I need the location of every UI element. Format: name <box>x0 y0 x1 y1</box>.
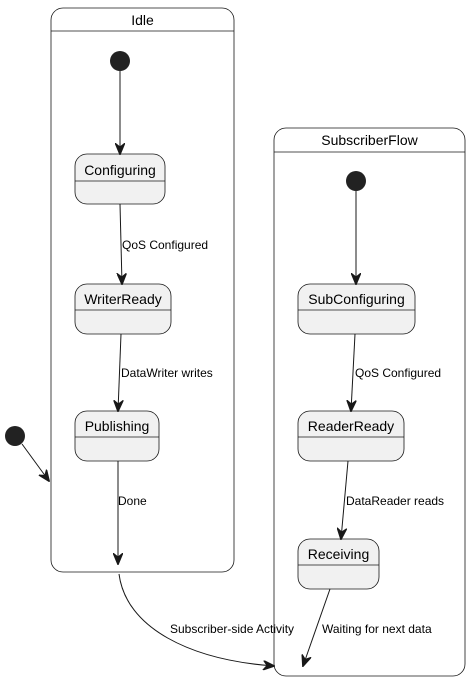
edge-top-initial-to-idle <box>21 443 49 481</box>
composite-subscriber-flow: SubscriberFlow <box>273 127 466 677</box>
state-writer-ready-label: WriterReady <box>84 291 162 307</box>
edge-reader-ready-to-receiving <box>341 460 349 539</box>
composite-subscriber-flow-title: SubscriberFlow <box>321 132 418 148</box>
state-receiving-label: Receiving <box>308 546 369 562</box>
state-publishing-label: Publishing <box>85 418 150 434</box>
state-reader-ready-label: ReaderReady <box>308 418 394 434</box>
edge-configuring-to-writer-ready <box>120 203 122 284</box>
edge-writer-ready-to-publishing <box>118 333 121 411</box>
transition-label-datareader-reads: DataReader reads <box>346 494 444 508</box>
state-writer-ready: WriterReady <box>74 283 172 335</box>
state-reader-ready: ReaderReady <box>297 410 405 462</box>
composite-subscriber-flow-frame <box>273 127 466 677</box>
transition-label-waiting-for-next-data: Waiting for next data <box>322 622 432 636</box>
initial-node-subscriber-flow <box>346 171 366 191</box>
state-sub-configuring-label: SubConfiguring <box>308 291 405 307</box>
transition-label-qos-configured-reader: QoS Configured <box>355 366 441 380</box>
state-configuring-label: Configuring <box>84 162 156 178</box>
initial-node-idle <box>110 51 130 71</box>
state-publishing: Publishing <box>74 410 160 462</box>
initial-node-top <box>5 426 25 446</box>
transition-label-datawriter-writes: DataWriter writes <box>121 366 213 380</box>
composite-idle-title: Idle <box>131 12 154 28</box>
edge-receiving-waiting <box>303 588 331 666</box>
edge-idle-to-subscriber-flow <box>118 573 274 666</box>
transition-label-subscriber-side-activity: Subscriber-side Activity <box>170 622 294 636</box>
state-sub-configuring: SubConfiguring <box>297 283 416 335</box>
state-receiving: Receiving <box>297 538 380 590</box>
edge-sub-configuring-to-reader-ready <box>351 333 355 411</box>
transition-label-done: Done <box>118 494 147 508</box>
state-configuring: Configuring <box>74 153 166 205</box>
transition-label-qos-configured-writer: QoS Configured <box>122 238 208 252</box>
